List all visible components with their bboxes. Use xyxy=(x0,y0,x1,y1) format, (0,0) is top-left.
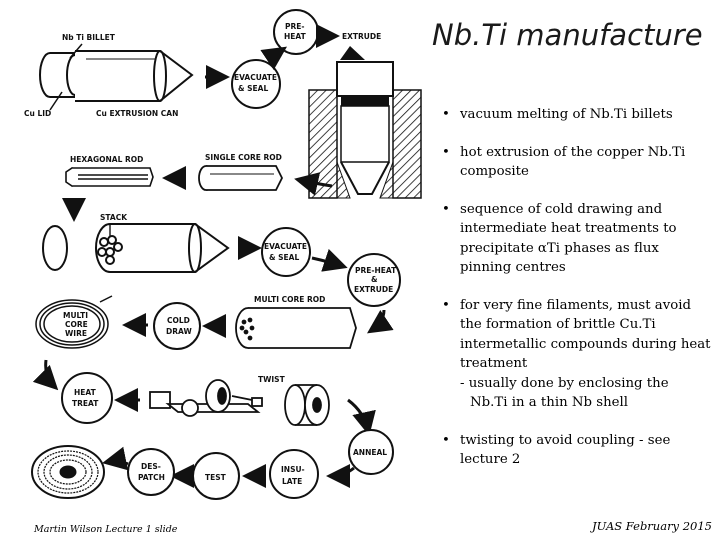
bullet-line: twisting to avoid coupling - see xyxy=(460,432,671,448)
bullet-line: sequence of cold drawing and xyxy=(460,201,663,217)
label-evacuate-2b: & SEAL xyxy=(269,253,299,262)
label-preheat-2b: & xyxy=(371,275,378,284)
label-extrude: EXTRUDE xyxy=(342,32,381,41)
multi-core-rod-illustration xyxy=(235,307,357,349)
step-evacuate-2 xyxy=(261,227,311,277)
label-evacuate-1a: EVACUATE xyxy=(234,73,277,82)
label-mcw-c: WIRE xyxy=(65,329,87,338)
step-evacuate-1 xyxy=(231,59,281,109)
step-despatch xyxy=(127,448,175,496)
extrusion-press-illustration xyxy=(308,46,422,199)
bullet-line: intermediate heat treatments to xyxy=(460,221,677,236)
bullet-line: treatment xyxy=(460,356,528,371)
hexagonal-rod-illustration xyxy=(65,167,154,187)
arrow-preheat2-multicore xyxy=(367,309,394,334)
stack-illustration xyxy=(42,223,230,273)
label-preheat-1a: PRE- xyxy=(285,22,305,31)
label-preheat-2a: PRE-HEAT xyxy=(355,266,397,275)
arrow-anneal-insulate xyxy=(326,463,355,488)
bullet-subline: - usually done by enclosing the xyxy=(460,375,669,391)
bullet-line: vacuum melting of Nb.Ti billets xyxy=(460,107,673,122)
arrow-despatch-spool xyxy=(102,446,129,471)
label-heat-b: TREAT xyxy=(72,399,99,408)
label-preheat-2c: EXTRUDE xyxy=(354,285,393,294)
arrow-evacuate-preheat xyxy=(260,46,287,70)
label-cu-lid: Cu LID xyxy=(24,109,51,118)
label-evacuate-2a: EVACUATE xyxy=(264,242,307,251)
label-stack: STACK xyxy=(100,213,128,222)
label-cold-a: COLD xyxy=(167,316,190,325)
footer-left: Martin Wilson Lecture 1 slide xyxy=(34,524,178,535)
step-heat-treat xyxy=(61,372,113,424)
label-single-core: SINGLE CORE ROD xyxy=(205,153,282,162)
label-insulate-b: LATE xyxy=(282,477,302,486)
label-mcw-b: CORE xyxy=(65,320,88,329)
label-multi-core-rod: MULTI CORE ROD xyxy=(254,295,325,304)
nbti-process-diagram: Nb Ti BILLET Cu LID Cu EXTRUSION CAN PRE… xyxy=(24,9,422,500)
step-cold-draw xyxy=(153,302,201,350)
label-test: TEST xyxy=(205,473,227,482)
label-despatch-a: DES- xyxy=(141,462,161,471)
label-hex-rod: HEXAGONAL ROD xyxy=(70,155,143,164)
twist-machine-illustration xyxy=(149,379,330,426)
multi-core-wire-illustration xyxy=(35,295,113,349)
bullet-item: • hot extrusion of the copper Nb.Ti comp… xyxy=(440,143,712,182)
label-mcw-a: MULTI xyxy=(63,311,88,320)
arrow-twist-anneal xyxy=(347,398,376,436)
label-despatch-b: PATCH xyxy=(138,473,165,482)
billet-illustration xyxy=(39,50,194,102)
bullet-line: pinning centres xyxy=(460,260,566,275)
final-spool-illustration xyxy=(31,445,105,499)
arrow-extrude-single xyxy=(294,172,333,196)
bullet-line: hot extrusion of the copper Nb.Ti xyxy=(460,144,686,160)
step-insulate xyxy=(269,449,319,499)
bullet-line: intermetallic compounds during heat xyxy=(460,336,711,352)
arrow-mcw-heat xyxy=(32,359,59,391)
label-insulate-a: INSU- xyxy=(281,465,305,474)
slide-title: Nb.Ti manufacture xyxy=(432,18,703,52)
label-twist: TWIST xyxy=(258,375,286,384)
label-cold-b: DRAW xyxy=(166,327,192,336)
label-billet: Nb Ti BILLET xyxy=(62,33,116,42)
bullet-item: • for very fine filaments, must avoid th… xyxy=(440,296,712,413)
bullet-line: precipitate αTi phases as flux xyxy=(460,240,659,256)
bullet-line: lecture 2 xyxy=(460,452,521,467)
footer-right: JUAS February 2015 xyxy=(592,519,712,533)
bullet-item: • sequence of cold drawing and intermedi… xyxy=(440,200,712,278)
bullet-line: composite xyxy=(460,164,529,179)
label-preheat-1b: HEAT xyxy=(284,32,307,41)
label-cu-can: Cu EXTRUSION CAN xyxy=(96,109,178,118)
bullet-item: • twisting to avoid coupling - see lectu… xyxy=(440,431,712,470)
label-heat-a: HEAT xyxy=(74,388,97,397)
label-anneal: ANNEAL xyxy=(353,448,387,457)
label-evacuate-1b: & SEAL xyxy=(238,84,268,93)
bullet-subline: Nb.Ti in a thin Nb shell xyxy=(470,395,629,410)
leader-billet xyxy=(69,43,83,59)
bullet-line: for very fine filaments, must avoid xyxy=(460,297,692,313)
single-core-rod-illustration xyxy=(198,165,284,191)
step-anneal xyxy=(348,429,394,475)
arrow-evacuate2-preheat2 xyxy=(311,248,348,272)
bullet-list: • vacuum melting of Nb.Ti billets • hot … xyxy=(440,105,712,488)
leader-cu-lid xyxy=(49,91,63,111)
bullet-item: • vacuum melting of Nb.Ti billets xyxy=(440,105,712,125)
bullet-line: the formation of brittle Cu.Ti xyxy=(460,317,656,332)
step-preheat-extrude-2 xyxy=(347,253,401,307)
